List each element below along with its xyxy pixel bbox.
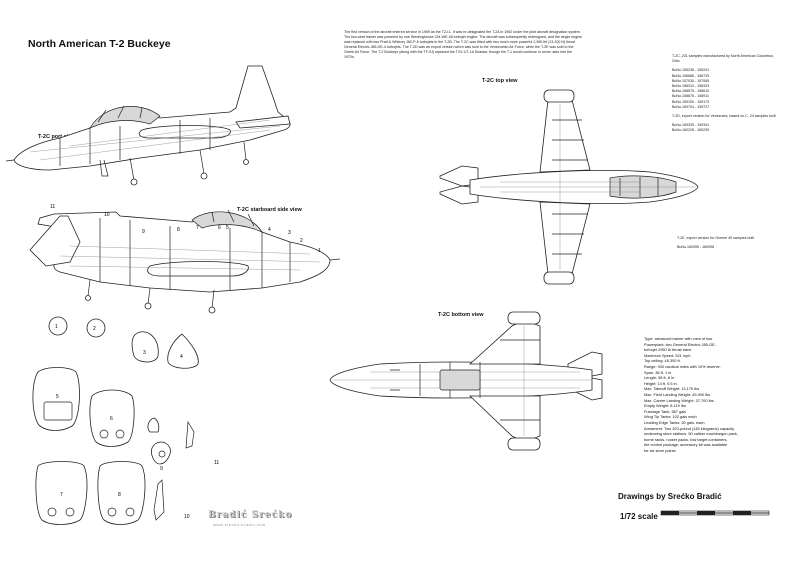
scale-bar xyxy=(660,510,770,516)
spec-line: Max. Field Landing Weight: 45,900 lbs. xyxy=(644,391,712,397)
buno-line: BuNo.160228 - 160239 xyxy=(672,128,710,133)
intro-text: The first version of the aircraft entere… xyxy=(344,30,582,59)
callout-number: 9 xyxy=(142,229,145,235)
buno-line: BuNo.156686 - 156733 xyxy=(672,73,710,78)
detail-number: 4 xyxy=(180,354,183,360)
bottom-view-aircraft xyxy=(329,311,603,451)
t2d-bunos: BuNo.159330 - 159341 BuNo.160228 - 16023… xyxy=(672,123,782,133)
spec-line: Maximum Speed: 521 mph xyxy=(644,352,691,358)
spec-line: Powerplant: two General Electric J85-GE- xyxy=(644,341,717,347)
drawing-credit: Drawings by Srećko Bradić xyxy=(618,492,722,501)
spec-line: Span: 38 ft, 1 in xyxy=(644,369,672,375)
detail-number: 6 xyxy=(110,416,113,422)
production-info: T-2C, 231 samples manufactured by North … xyxy=(672,54,782,138)
callout-number: 4 xyxy=(268,227,271,233)
t2d-header: T-2D, export version for Venezuela, base… xyxy=(672,114,776,119)
starboard-side-view-label: T-2C starboard side view xyxy=(237,207,302,213)
spec-line: Length: 38 ft, 8 in. xyxy=(644,375,676,381)
buno-line: BuNo.159330 - 159341 xyxy=(672,123,710,128)
spec-line: underwing store stations .50 caliber mac… xyxy=(644,431,738,437)
callout-number: 5 xyxy=(226,225,229,231)
spec-line: Type: advanced trainer with crew of two xyxy=(644,336,713,341)
buno-line: BuNo.159150 - 159173 xyxy=(672,99,710,104)
detail-drawings: 1 2 3 4 5 6 7 8 9 10 11 xyxy=(32,316,219,525)
signature-url: www.srecko-bradic.com xyxy=(213,522,266,527)
production-header: T-2C, 231 samples manufactured by North … xyxy=(672,54,774,64)
top-view-label: T-2C top view xyxy=(482,78,518,84)
port-side-aircraft xyxy=(5,65,291,186)
spec-line: fire control package, accessory kit was … xyxy=(644,442,728,448)
bottom-view-label: T-2C bottom view xyxy=(438,312,484,318)
buno-line: BuNo.158876 - 158911 xyxy=(672,94,709,99)
buno-line: BuNo.158575 - 158610 xyxy=(672,89,710,94)
specifications: Type: advanced trainer with crew of two … xyxy=(644,336,794,453)
spec-line: Range: 930 nautical miles with 10% reser… xyxy=(644,363,721,369)
callout-number: 1 xyxy=(318,248,321,254)
detail-number: 5 xyxy=(56,394,59,400)
detail-number: 10 xyxy=(184,514,190,520)
detail-number: 7 xyxy=(60,492,63,498)
t2e-header: T-2E, export version for Greece 40 sampl… xyxy=(677,236,755,240)
spec-line: Max. Takeoff Weight: 13,179 lbs xyxy=(644,386,700,392)
spec-line: Height: 14 ft, 9.5 in. xyxy=(644,380,678,386)
buno-line: BuNo.157030 - 157065 xyxy=(672,78,710,83)
scale-label: 1/72 scale xyxy=(620,512,658,521)
buno-line: BuNo.159704 - 159727 xyxy=(672,104,710,109)
page-title: North American T-2 Buckeye xyxy=(28,38,171,50)
spec-line: Top ceiling: 45,300 ft. xyxy=(644,358,681,364)
spec-line: Armament: Two 320-pound (145 kilograms) … xyxy=(644,425,735,431)
callout-number: 3 xyxy=(288,230,291,236)
spec-line: Empty Weight: 8,115 lbs xyxy=(644,403,686,409)
callout-number: 11 xyxy=(50,204,55,210)
callout-number: 8 xyxy=(177,227,180,233)
spec-line: turbojet 2950 lb thrust each. xyxy=(644,347,693,353)
production-bunos: BuNo.155238 - 155241 BuNo.156686 - 15673… xyxy=(672,68,782,110)
callout-number: 2 xyxy=(300,238,303,244)
starboard-callouts: 11 10 9 8 7 6 5 4 3 2 1 xyxy=(50,204,321,254)
buno-line: BuNo.155238 - 155241 xyxy=(672,68,710,73)
spec-line: Max. Carrier Landing Weight: 37,700 lbs. xyxy=(644,397,715,403)
spec-line: for six store points xyxy=(644,447,676,453)
spec-line: Leading Edge Tanks: 30 gals. each xyxy=(644,419,705,425)
callout-number: 10 xyxy=(104,212,110,218)
callout-number: 7 xyxy=(196,225,199,231)
detail-number: 3 xyxy=(143,350,146,356)
spec-line: Wing Tip Tanks: 102 gals each xyxy=(644,414,697,420)
signature-logo: Bradić Srećko xyxy=(208,510,293,520)
t2e-info: T-2E, export version for Greece 40 sampl… xyxy=(677,236,777,254)
detail-wheel-2 xyxy=(86,318,106,338)
detail-number: 9 xyxy=(160,466,163,472)
buno-line: BuNo.158310 - 158333 xyxy=(672,84,710,89)
detail-number: 1 xyxy=(55,324,58,330)
starboard-side-aircraft xyxy=(29,209,341,314)
detail-number: 11 xyxy=(214,460,219,466)
detail-number: 8 xyxy=(118,492,121,498)
t2e-bunos: BuNo.160059 - 160098 xyxy=(677,245,715,250)
detail-number: 2 xyxy=(93,326,96,332)
callout-number: 6 xyxy=(218,225,221,231)
spec-line: bomb racks, rocket packs, tow target con… xyxy=(644,436,728,442)
detail-wheel-1 xyxy=(48,316,68,336)
spec-line: Fuselage Tank: 387 gals xyxy=(644,408,687,414)
top-view-aircraft xyxy=(439,89,699,285)
